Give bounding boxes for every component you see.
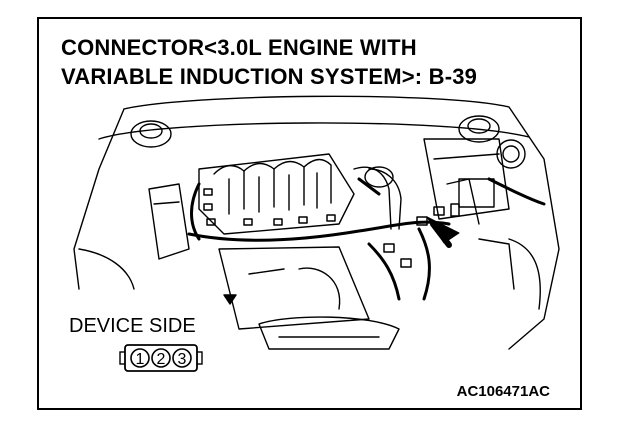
air-intake-tube bbox=[353, 166, 402, 230]
connector-pin-2 bbox=[151, 348, 171, 368]
connector-pin-3 bbox=[172, 348, 192, 368]
title-line-1: CONNECTOR<3.0L ENGINE WITH bbox=[61, 35, 417, 60]
connector-pin-label-1: 1 bbox=[136, 351, 145, 368]
pointer-marker bbox=[223, 294, 237, 305]
figure-code: AC106471AC bbox=[456, 383, 550, 400]
connector-pin-1 bbox=[130, 348, 150, 368]
diagram-title: CONNECTOR<3.0L ENGINE WITH VARIABLE INDU… bbox=[61, 33, 477, 91]
engine-bay-illustration bbox=[73, 95, 560, 350]
connector-pin-label-2: 2 bbox=[157, 351, 166, 368]
connector-pin-label-3: 3 bbox=[178, 351, 187, 368]
harness-connectors bbox=[203, 188, 460, 268]
battery-area bbox=[423, 138, 510, 225]
wiring-harness bbox=[187, 177, 546, 301]
diagram-frame: CONNECTOR<3.0L ENGINE WITH VARIABLE INDU… bbox=[37, 17, 582, 410]
intake-manifold bbox=[198, 153, 355, 235]
title-line-2: VARIABLE INDUCTION SYSTEM>: B-39 bbox=[61, 64, 478, 89]
right-strut-tower bbox=[458, 115, 500, 143]
location-arrow bbox=[426, 216, 460, 248]
device-side-label: DEVICE SIDE bbox=[69, 315, 196, 337]
engine-block bbox=[218, 246, 370, 330]
left-strut-tower bbox=[130, 120, 172, 148]
